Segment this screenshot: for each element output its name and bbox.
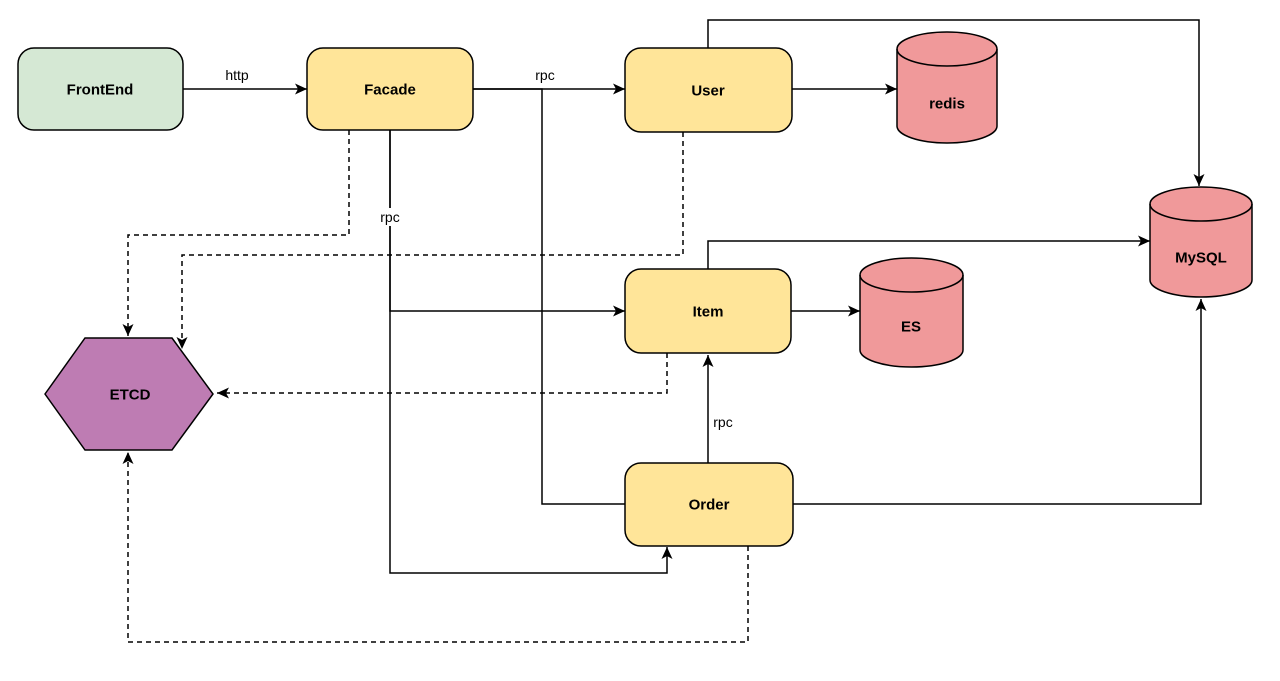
edge-label-rpc-facade-user: rpc — [535, 67, 554, 83]
edge-user-mysql — [707, 19, 1205, 186]
node-user: User — [624, 47, 793, 133]
item-box — [624, 268, 792, 354]
order-box — [624, 462, 794, 547]
edge-label-bg — [531, 66, 559, 84]
edge-label-facade-user: rpc — [531, 66, 559, 84]
frontend-box — [17, 47, 184, 131]
edge-label-bg — [710, 413, 736, 431]
node-es: ES — [859, 257, 964, 368]
edge-facade-order-bottom — [389, 130, 673, 574]
node-label-redis: redis — [929, 96, 965, 113]
redis-cylinder-top — [896, 48, 998, 67]
node-label-user: User — [691, 83, 725, 100]
edge-facade-item — [389, 130, 625, 317]
edge-label-order-item: rpc — [710, 413, 736, 431]
edge-order-etcd — [122, 452, 749, 643]
edge-labels-layer: http rpc rpc rpc — [219, 66, 736, 431]
edge-label-http: http — [225, 67, 249, 83]
mysql-cylinder — [1149, 186, 1253, 298]
node-label-item: Item — [693, 304, 724, 321]
node-item: Item — [624, 268, 792, 354]
edge-user-etcd — [176, 132, 684, 349]
node-order: Order — [624, 462, 794, 547]
node-redis: redis — [896, 31, 998, 144]
node-label-facade: Facade — [364, 82, 416, 99]
node-label-etcd: ETCD — [110, 387, 151, 404]
nodes-layer: FrontEnd Facade User Item Order redis ES — [17, 31, 1253, 547]
node-frontend: FrontEnd — [17, 47, 184, 131]
facade-box — [306, 47, 474, 131]
edges-layer — [122, 19, 1207, 643]
edge-label-bg — [219, 66, 255, 84]
edge-facade-etcd — [122, 130, 350, 336]
edge-item-mysql — [707, 235, 1150, 269]
edge-item-etcd — [217, 353, 668, 399]
redis-cylinder — [896, 31, 998, 144]
es-cylinder — [859, 257, 964, 368]
edge-label-bg — [376, 208, 404, 226]
edge-facade-order-left — [473, 88, 625, 505]
etcd-hexagon — [44, 337, 214, 451]
edge-label-facade-item: rpc — [376, 208, 404, 226]
edge-label-frontend-facade: http — [219, 66, 255, 84]
node-label-frontend: FrontEnd — [67, 82, 134, 99]
node-label-order: Order — [689, 497, 730, 514]
mysql-cylinder-top — [1149, 203, 1253, 222]
edge-order-mysql — [793, 299, 1207, 505]
node-etcd: ETCD — [44, 337, 214, 451]
edge-label-rpc-facade-item: rpc — [380, 209, 399, 225]
es-cylinder-top — [859, 274, 964, 293]
edge-label-rpc-order-item: rpc — [713, 414, 732, 430]
node-facade: Facade — [306, 47, 474, 131]
node-label-es: ES — [901, 319, 921, 336]
node-label-mysql: MySQL — [1175, 250, 1227, 267]
user-box — [624, 47, 793, 133]
node-mysql: MySQL — [1149, 186, 1253, 298]
